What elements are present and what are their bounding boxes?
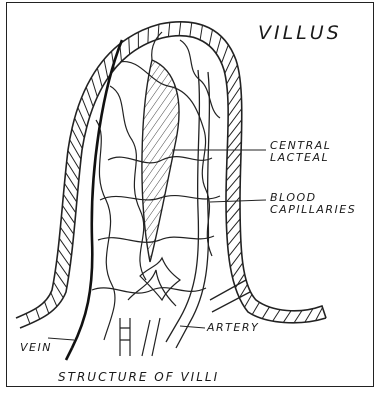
epithelial-cell-wall: [55, 271, 67, 288]
label-blood-capillaries-line2: CAPILLARIES: [270, 204, 356, 216]
epithelial-cell-wall: [273, 310, 280, 321]
label-artery: ARTERY: [207, 322, 259, 333]
epithelial-cell-wall: [26, 314, 30, 324]
epithelial-cell-wall: [129, 38, 130, 55]
label-vein: VEIN: [20, 342, 52, 353]
epithelial-cell-wall: [51, 293, 57, 307]
epithelial-cell-wall: [36, 308, 40, 319]
epithelial-cell-wall: [216, 36, 221, 53]
epithelial-cells: [26, 22, 322, 324]
epithelial-cell-wall: [227, 153, 241, 170]
label-central-lacteal: CENTRAL LACTEAL: [270, 140, 331, 164]
epithelial-cell-wall: [221, 45, 228, 63]
epithelial-cell-wall: [227, 142, 241, 160]
epithelial-cell-wall: [57, 260, 69, 277]
epithelial-cell-wall: [283, 311, 291, 323]
epithelial-cell-wall: [228, 98, 241, 117]
basal-vessels: [120, 258, 180, 356]
epithelial-cell-wall: [45, 302, 49, 314]
epithelial-cell-wall: [168, 22, 169, 36]
epithelial-cell-wall: [226, 175, 240, 192]
epithelial-cell-wall: [225, 54, 234, 73]
epithelial-cell-wall: [227, 131, 241, 149]
epithelial-cell-wall: [53, 282, 63, 298]
epithelial-cell-wall: [78, 108, 87, 128]
diagram-caption: STRUCTURE OF VILLI: [58, 371, 219, 383]
epithelial-cell-wall: [82, 97, 90, 117]
epithelial-cell-wall: [200, 25, 202, 40]
epithelial-cell-wall: [230, 252, 241, 267]
epithelial-cell-wall: [245, 294, 252, 307]
epithelial-cell-wall: [226, 164, 240, 181]
epithelial-cell-wall: [229, 241, 241, 256]
epithelial-cell-wall: [294, 310, 302, 322]
epithelial-cell-wall: [190, 23, 192, 37]
epithelial-cell-wall: [97, 68, 102, 87]
central-lacteal: [142, 32, 179, 262]
epithelial-cell-wall: [262, 307, 269, 319]
epithelial-cell-wall: [228, 120, 242, 138]
epithelial-cell-wall: [232, 263, 242, 278]
epithelial-cell-wall: [228, 109, 242, 127]
epithelial-cell-wall: [148, 28, 149, 43]
epithelial-cell-wall: [104, 59, 108, 78]
label-blood-capillaries: BLOOD CAPILLARIES: [270, 192, 356, 216]
epithelial-cell-wall: [91, 77, 97, 96]
epithelial-cell-wall: [86, 87, 93, 107]
epithelial-cell-wall: [179, 22, 181, 36]
epithelial-cell-wall: [75, 118, 85, 138]
epithelial-cell-wall: [209, 30, 212, 46]
epithelial-cell-wall: [228, 87, 241, 106]
epithelial-cell-wall: [252, 302, 259, 314]
diagram-title: VILLUS: [258, 24, 342, 43]
label-central-lacteal-line2: LACTEAL: [270, 152, 331, 164]
